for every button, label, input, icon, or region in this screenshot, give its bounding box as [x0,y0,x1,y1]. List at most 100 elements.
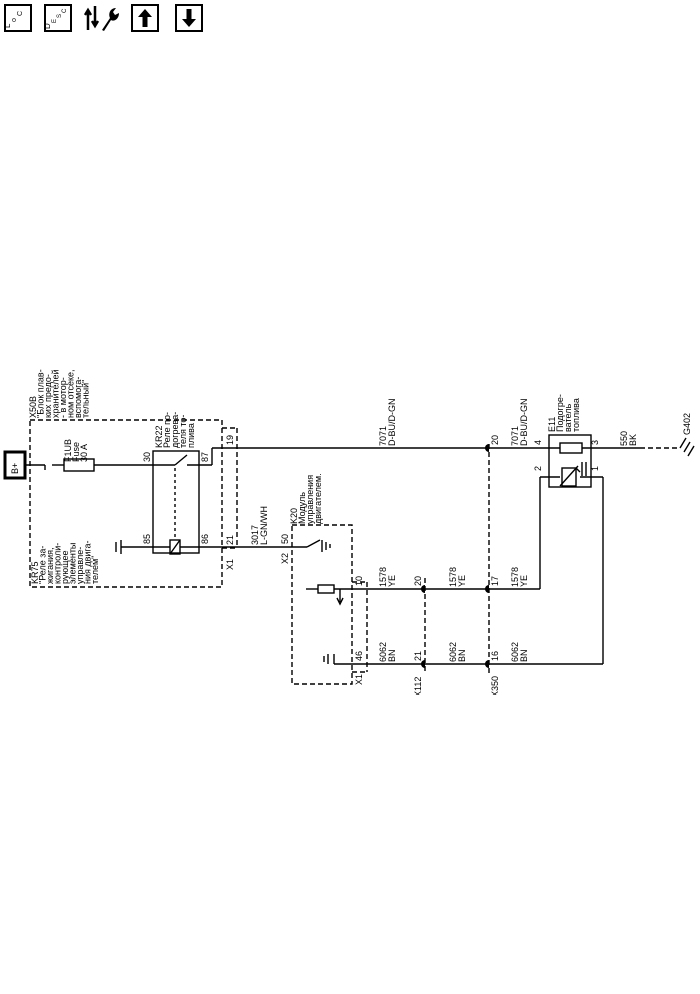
pin-21-x1-label: 21 [225,535,235,545]
b-plus-label: B+ [10,463,20,474]
diagnostic-icon [84,6,119,31]
k20-line-3: двигателем. [313,473,323,524]
wire-6062-b-line-1: BN [457,649,467,662]
x50b-line-4: - в мотор- [58,377,68,418]
pin-50-label: 50 [280,534,290,544]
pin-2-label: 2 [533,466,543,471]
kr75-line-0: KR75 [30,561,40,584]
ecm-k20 [291,524,353,685]
x112-label: X112 [413,677,423,695]
wire-1578-b-line-0: 1578 [448,567,458,587]
pin-17-label: 17 [490,576,500,586]
wire-6062-a-line-0: 6062 [378,642,388,662]
wiring-schematic: B+ X50B"Блок плав-ких предо-хранителей- … [3,369,695,695]
kr75-line-6: управле- [75,547,85,584]
wire-7071-a-line-0: 7071 [378,426,388,446]
relay-kr22 [152,450,200,554]
g402-label: G402 [682,413,692,435]
x2-label: X2 [280,553,290,564]
pin-86-label: 86 [200,534,210,544]
junctions [421,444,489,668]
e11-line-0: E11 [547,417,557,432]
wire-1578-a-line-1: YE [387,575,397,587]
pin-46-label: 46 [354,651,364,661]
wire-6062-c-line-0: 6062 [510,642,520,662]
arrow-up-icon [131,4,159,32]
wire-7071-a-line-1: D-BU/D-GN [387,399,397,447]
wire-6062-a-line-1: BN [387,649,397,662]
pin-20-x350-label: 20 [490,435,500,445]
f1ub-line-2: 30 A [79,444,89,462]
pin-85-label: 85 [142,534,152,544]
x1-right-label: X1 [354,674,364,685]
location-icon: L o C [4,4,32,32]
k20-line-1: Модуль [297,492,307,524]
wire-1578-b-line-1: YE [457,575,467,587]
desc-letter-sub2: S [57,14,63,18]
f1ub-line-0: F1UB [63,439,73,462]
kr22-line-1: Реле по- [162,412,172,448]
pin-10-label: 10 [354,576,364,586]
f1ub-line-1: Fuse [71,442,81,462]
x50b-line-1: "Блок плав- [36,369,46,418]
x50b-line-5: ном отсеке, [66,369,76,418]
kr22-line-4: плива [186,423,196,448]
kr22-line-0: KR22 [154,425,164,448]
x50b-line-3: хранителей [51,369,61,418]
kr75-line-3: контроли- [53,543,63,584]
x50b-line-7: тельный" [81,380,91,418]
wire-1578-c-line-1: YE [519,575,529,587]
loc-letter-sub1: o [11,18,18,22]
pin-4-label: 4 [533,440,543,445]
kr75-line-8: телем" [90,556,100,584]
wire-6062-b-line-0: 6062 [448,642,458,662]
fuse-block-x50b [29,419,223,588]
fuel-heater-e11 [548,434,592,488]
pin-20-x112-label: 20 [413,576,423,586]
e11-line-1: Подогре- [555,394,565,432]
k20-line-0: K20 [289,508,299,524]
wire-550-line-0: 550 [619,431,629,446]
wire-1578-a-line-0: 1578 [378,567,388,587]
wire-3017-line-1: L-GN/WH [259,506,269,545]
x50b-line-6: вспомога- [73,377,83,418]
e11-line-2: ватель [563,404,573,432]
pin-1-label: 1 [590,466,600,471]
arrow-up-button[interactable] [131,4,159,32]
battery-positive-box [3,450,27,480]
wire-3017-line-0: 3017 [250,525,260,545]
pin-30-label: 30 [142,452,152,462]
x350-label: X350 [490,676,500,695]
wire-6062-c-line-1: BN [519,649,529,662]
pin-16-label: 16 [490,651,500,661]
location-button[interactable]: L o C [4,4,32,32]
desc-letter-sub1: E [52,19,58,23]
x50b-line-2: ких предо- [43,374,53,418]
arrow-down-button[interactable] [175,4,203,32]
diagnostic-button[interactable] [84,4,122,32]
pin-19-label: 19 [225,435,235,445]
kr75-line-7: ния двига- [83,540,93,584]
kr75-line-1: "Реле за- [38,546,48,584]
e11-line-3: топлива [571,398,581,432]
description-icon: D E S C [44,4,72,32]
wire-1578-c-line-0: 1578 [510,567,520,587]
x50b-line-0: X50B [28,396,38,418]
wire-7071-b-line-1: D-BU/D-GN [519,399,529,447]
pin-87-label: 87 [200,452,210,462]
k20-line-2: управления [305,475,315,524]
loc-letter-sub2: C [17,11,24,16]
loc-letter-main: L [4,23,12,28]
kr22-line-3: теля то- [178,415,188,448]
kr75-line-5: элементы [68,543,78,584]
arrow-down-icon [175,4,203,32]
wire-550-line-1: BK [628,434,638,446]
x1-left-label: X1 [225,559,235,570]
desc-letter-main: D [44,23,52,29]
desc-letter-sub3: C [62,8,68,13]
description-button[interactable]: D E S C [44,4,72,32]
pin-21-x112-label: 21 [413,651,423,661]
pin-3-label: 3 [590,440,600,445]
kr22-line-2: догрева- [170,412,180,448]
kr75-line-4: рующее [60,551,70,584]
